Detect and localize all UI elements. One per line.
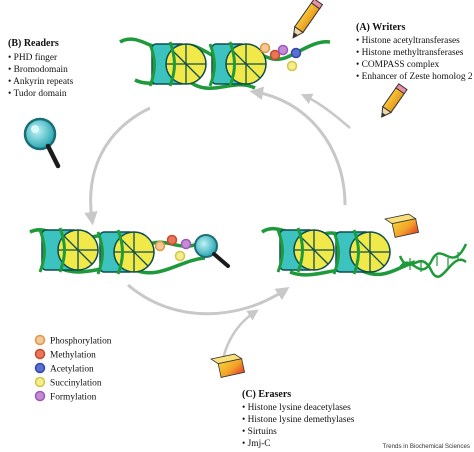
mark-succinylation-icon [174,250,186,262]
legend-label: Phosphorylation [50,337,112,347]
formylation-swatch-icon [34,390,46,402]
svg-text:• PHD finger: • PHD finger [8,52,58,63]
writers-item: Histone methyltransferases [362,47,464,58]
readers-item: Bromodomain [14,65,68,75]
eraser-icon [210,353,246,378]
erasers-item: Histone lysine deacetylases [248,403,351,413]
methylation-swatch-icon [34,348,46,360]
writers-item: Enhancer of Zeste homolog 2 [362,71,473,82]
pencil-icon [381,83,408,118]
svg-text:• Histone lysine deacetylases: • Histone lysine deacetylases [242,403,351,413]
nucleosome-left-a [38,227,99,273]
legend-item: Acetylation [34,362,94,375]
legend-item: Succinylation [34,376,102,389]
arrow-right-to-top [249,86,347,206]
arrow-writer-in [300,93,351,129]
readers-panel: (B) Readers • PHD finger • Bromodomain •… [8,38,74,99]
svg-text:• COMPASS complex: • COMPASS complex [356,60,439,70]
nucleosome-left-b [96,229,155,275]
magnifier-icon [194,234,230,268]
svg-text:• Histone lysine demethylases: • Histone lysine demethylases [242,415,355,425]
eraser-icon [384,213,420,238]
mark-phosphorylation-icon [154,240,166,252]
nucleosome-right-b [332,229,391,275]
erasers-item: Histone lysine demethylases [248,415,355,425]
pencil-icon [292,0,324,39]
nucleosome-group-left [29,227,230,275]
arrow-top-to-left [84,106,151,226]
mark-formylation-icon [277,44,289,56]
arrow-left-to-bottom [127,283,290,316]
svg-text:• Enhancer of Zeste homolog 2: • Enhancer of Zeste homolog 2 [356,71,473,82]
nucleosome-top-left [148,41,207,87]
mark-succinylation-icon [286,60,298,72]
readers-item: Ankyrin repeats [13,77,73,87]
phosphorylation-swatch-icon [34,334,46,346]
nucleosome-group-right [261,226,468,278]
svg-text:• Bromodomain: • Bromodomain [8,65,68,75]
erasers-title: (C) Erasers [242,389,291,400]
svg-text:• Ankyrin repeats: • Ankyrin repeats [8,77,74,87]
mark-phosphorylation-icon [259,42,271,54]
legend-label: Methylation [50,351,96,361]
journal-credit: Trends in Biochemical Sciences [383,443,470,450]
svg-text:• Sirtuins: • Sirtuins [242,427,277,437]
legend-item: Formylation [34,390,97,403]
readers-title: (B) Readers [8,38,59,49]
erasers-panel: (C) Erasers • Histone lysine deacetylase… [242,389,355,449]
writers-panel: (A) Writers • Histone acetyltransferases… [356,22,473,82]
legend-label: Acetylation [50,365,94,375]
svg-text:• Histone methyltransferases: • Histone methyltransferases [356,47,464,58]
mark-acetylation-icon [290,47,302,59]
erasers-list: • Histone lysine deacetylases • Histone … [242,403,355,449]
writers-list: • Histone acetyltransferases • Histone m… [356,35,473,82]
mark-formylation-icon [180,238,192,250]
erasers-item: Jmj-C [248,439,271,449]
dna-helix-icon [398,243,468,278]
nucleosome-group-top [119,37,331,91]
writers-item: COMPASS complex [362,60,440,70]
magnifier-icon [23,117,61,169]
svg-text:• Jmj-C: • Jmj-C [242,439,271,449]
mark-methylation-icon [269,49,281,61]
readers-item: Tudor domain [13,89,66,99]
nucleosome-top-right [208,41,267,87]
mark-methylation-icon [166,234,178,246]
legend-label: Formylation [50,393,97,403]
readers-list: • PHD finger • Bromodomain • Ankyrin rep… [8,52,74,99]
legend: Phosphorylation Methylation Acetylation … [34,334,112,403]
legend-item: Phosphorylation [34,334,112,347]
writers-title: (A) Writers [356,22,405,33]
svg-text:• Tudor domain: • Tudor domain [8,89,67,99]
writers-item: Histone acetyltransferases [362,35,460,46]
erasers-item: Sirtuins [248,427,278,437]
acetylation-swatch-icon [34,362,46,374]
nucleosome-right-a [276,227,335,273]
legend-label: Succinylation [50,379,102,389]
svg-text:• Histone acetyltransferases: • Histone acetyltransferases [356,35,460,46]
succinylation-swatch-icon [34,376,46,388]
legend-item: Methylation [34,348,96,361]
readers-item: PHD finger [14,52,58,63]
